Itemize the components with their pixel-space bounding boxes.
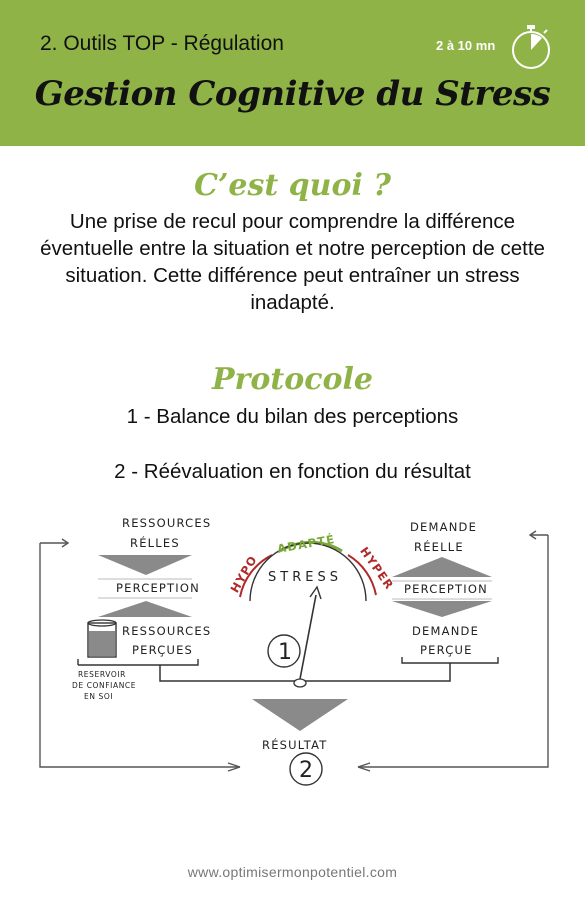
right-perception-label: PERCEPTION xyxy=(404,582,488,596)
step-1-number: 1 xyxy=(278,640,292,665)
step-2-number: 2 xyxy=(299,758,313,783)
balance-beam xyxy=(159,663,451,682)
footer-url[interactable]: www.optimisermonpotentiel.com xyxy=(187,864,398,880)
duration-label: 2 à 10 mn xyxy=(436,38,496,53)
right-perceived-label-1: DEMANDE xyxy=(412,624,479,638)
header-banner: 2. Outils TOP - Régulation 2 à 10 mn Ges… xyxy=(0,0,585,146)
left-perceived-label-2: PERÇUES xyxy=(132,643,193,657)
reservoir-label-1: RESERVOIR xyxy=(78,670,126,679)
gauge-arc-hypo xyxy=(239,554,273,598)
reservoir-label-2: DE CONFIANCE xyxy=(72,681,136,690)
gauge-needle xyxy=(299,594,317,680)
left-bottom-triangle xyxy=(98,601,192,617)
left-perception-label: PERCEPTION xyxy=(116,581,200,595)
right-top-triangle xyxy=(392,557,492,577)
page-title: Gestion Cognitive du Stress xyxy=(34,74,551,114)
right-bottom-triangle xyxy=(392,601,492,617)
protocol-step-2: 2 - Réévaluation en fonction du résultat xyxy=(114,460,471,483)
confidence-reservoir xyxy=(87,619,117,658)
left-top-triangle xyxy=(98,555,192,575)
step-2-circle xyxy=(289,752,323,786)
right-perceived-label-2: PERÇUE xyxy=(420,643,473,657)
gauge-adapte-label: ADAPTÉ xyxy=(276,531,336,556)
balance-pivot xyxy=(293,678,307,688)
left-perceived-label-1: RESSOURCES xyxy=(122,624,211,638)
category-label: 2. Outils TOP - Régulation xyxy=(40,32,284,55)
step-1-circle xyxy=(267,634,301,668)
stress-balance-diagram: RESSOURCES RÉLLES PERCEPTION RESSOURCES … xyxy=(39,516,549,786)
protocol-heading: Protocole xyxy=(211,362,373,397)
result-triangle xyxy=(252,699,348,731)
gauge-scale xyxy=(249,542,367,602)
result-label: RÉSULTAT xyxy=(262,737,328,752)
right-tray xyxy=(401,657,499,664)
gauge-arc-hyper xyxy=(347,554,377,596)
needle-arrow xyxy=(309,585,322,600)
gauge-stress-label: STRESS xyxy=(268,570,342,585)
right-real-label-2: RÉELLE xyxy=(414,539,464,554)
stopwatch-icon xyxy=(512,25,550,69)
gauge-hypo-label: HYPO xyxy=(227,553,260,595)
what-text: Une prise de recul pour comprendre la di… xyxy=(40,210,545,314)
right-real-label-1: DEMANDE xyxy=(410,520,477,534)
reservoir-label-3: EN SOI xyxy=(84,692,113,701)
feedback-loop xyxy=(39,530,549,772)
what-heading: C’est quoi ? xyxy=(194,168,391,203)
protocol-step-1: 1 - Balance du bilan des perceptions xyxy=(126,405,459,428)
left-real-label-1: RESSOURCES xyxy=(122,516,211,530)
left-real-label-2: RÉLLES xyxy=(130,535,180,550)
left-tray xyxy=(77,659,199,666)
